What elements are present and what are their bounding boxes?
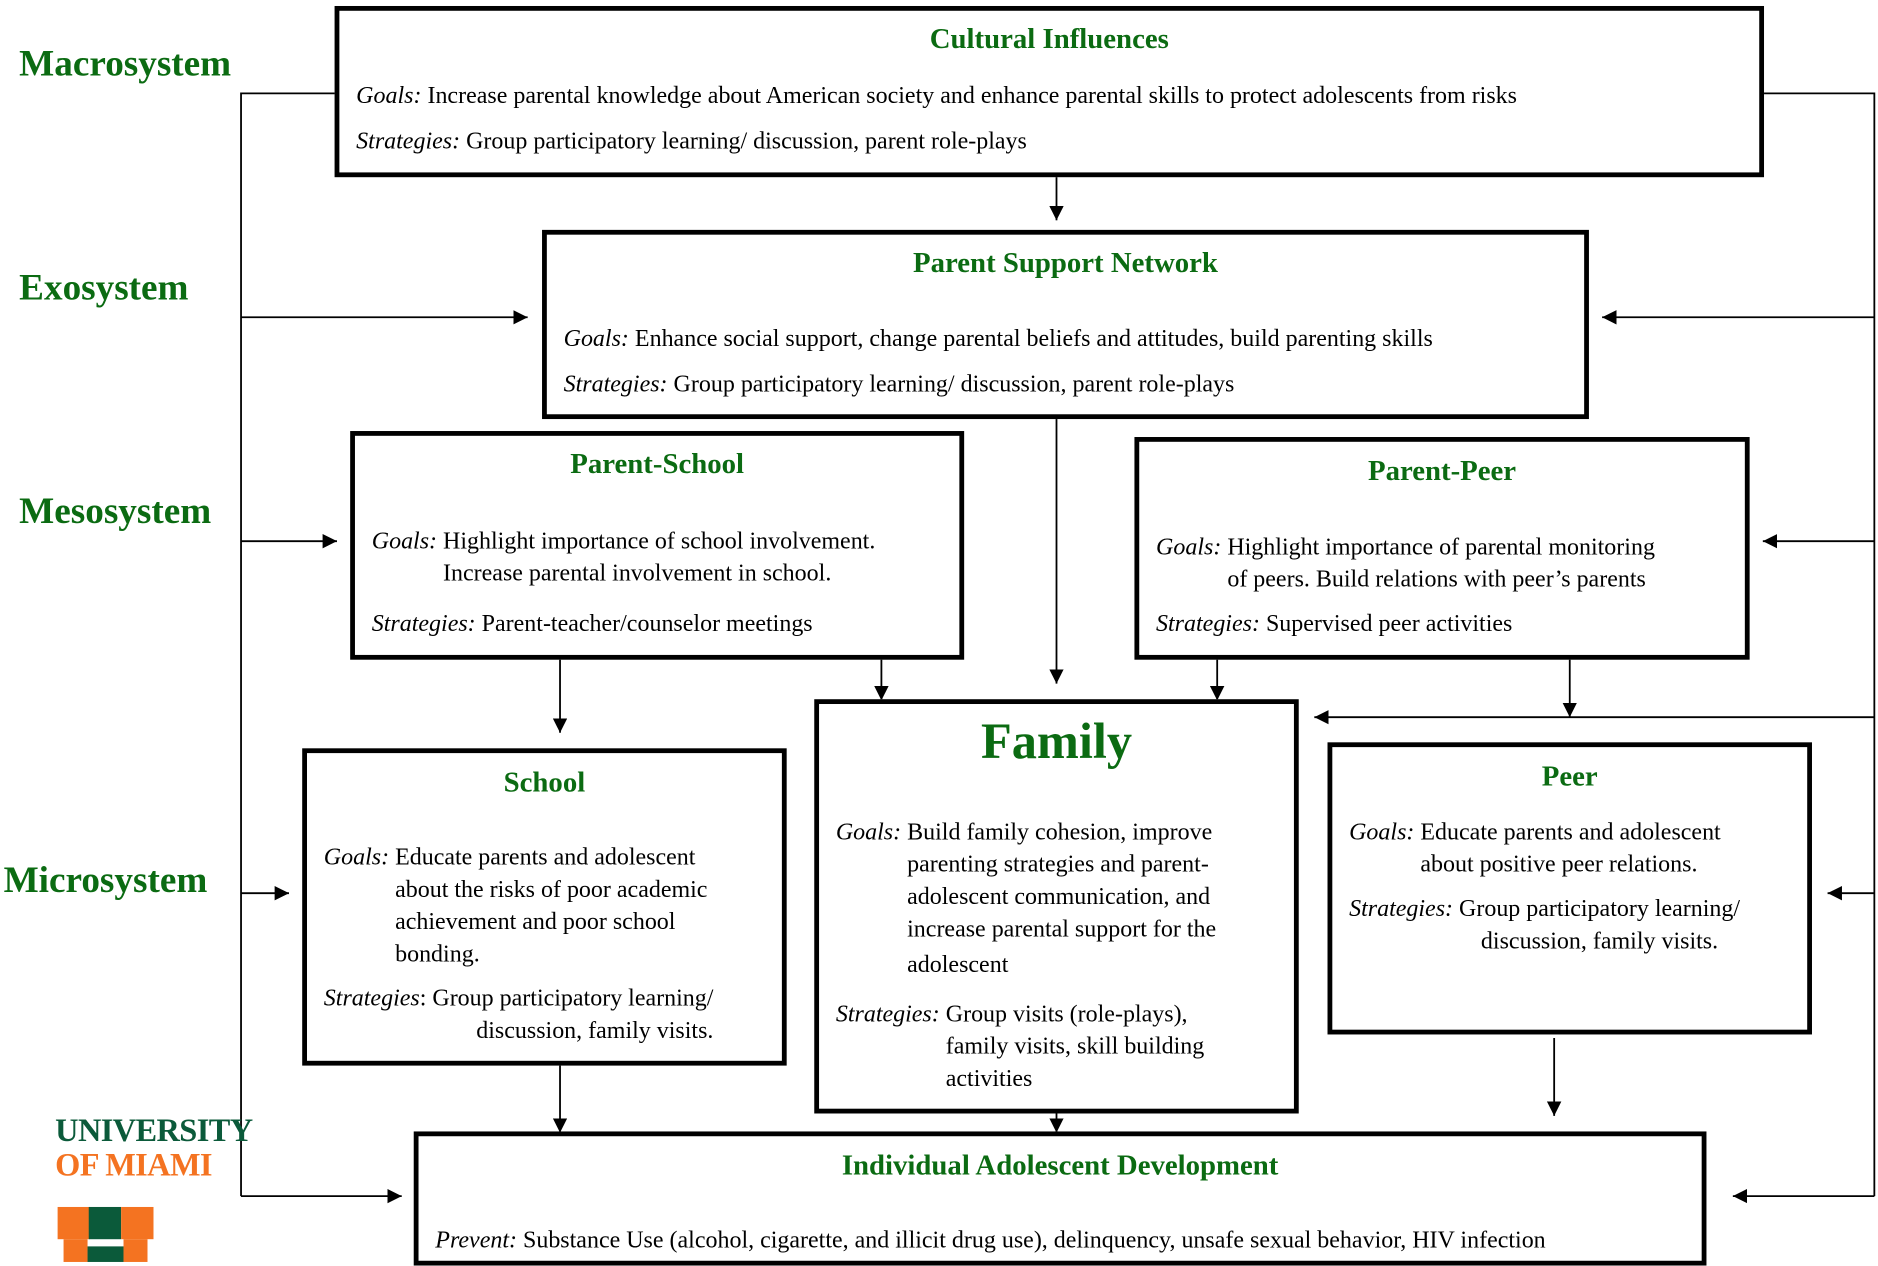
family-strategies: Strategies: Group visits (role-plays), fa…	[836, 999, 1204, 1096]
parent-school-goals-line: Highlight importance of school involveme…	[443, 528, 876, 555]
school-goals: Goals: Educate parents and adolescent abo…	[324, 842, 708, 971]
individual-development-box: Individual Adolescent Development Preven…	[413, 1131, 1707, 1266]
peer-box: Peer Goals: Educate parents and adolesce…	[1327, 742, 1812, 1035]
school-goals-line: achievement and poor school	[395, 908, 676, 936]
family-strategies-line: Group visits (role-plays),	[945, 1000, 1188, 1028]
strategies-label: Strategies:	[1349, 895, 1454, 922]
school-box: School Goals: Educate parents and adoles…	[302, 748, 787, 1066]
family-goals-line: adolescent communication, and	[907, 883, 1211, 910]
support-strategies-text: Group participatory learning/ discussion…	[673, 371, 1235, 398]
peer-strategies-line: Group participatory learning/	[1459, 895, 1741, 922]
u-logo-icon	[57, 1206, 154, 1262]
prevent-label: Prevent:	[435, 1227, 517, 1254]
cultural-influences-box: Cultural Influences Goals: Increase pare…	[334, 5, 1765, 178]
parent-school-strategies: Strategies: Parent-teacher/counselor mee…	[372, 608, 813, 640]
parent-school-strategies-text: Parent-teacher/counselor meetings	[481, 610, 813, 637]
strategies-label: Strategies:	[563, 371, 668, 398]
level-label-microsystem: Microsystem	[3, 858, 208, 901]
goals-label: Goals:	[1156, 533, 1222, 561]
cultural-goals-text: Increase parental knowledge about Americ…	[427, 82, 1518, 109]
individual-development-title: Individual Adolescent Development	[841, 1150, 1279, 1182]
school-strategies: Strategies: Group participatory learning…	[324, 983, 714, 1048]
support-goals-text: Enhance social support, change parental …	[634, 325, 1433, 353]
goals-label: Goals:	[1349, 818, 1415, 846]
right-bus-line	[1762, 92, 1876, 1197]
goals-label: Goals:	[563, 325, 629, 353]
left-bus-line	[240, 92, 336, 1197]
peer-strategies-line: discussion, family visits.	[1480, 927, 1719, 955]
parent-peer-goals-line: of peers. Build relations with peer’s pa…	[1227, 566, 1646, 593]
cultural-goals: Goals: Increase parental knowledge about…	[356, 80, 1517, 112]
peer-goals-line: about positive peer relations.	[1420, 851, 1698, 878]
cultural-strategies: Strategies: Group participatory learning…	[356, 126, 1027, 158]
school-strategies-line: : Group participatory learning/	[419, 985, 714, 1012]
parent-support-network-title: Parent Support Network	[913, 247, 1218, 279]
support-goals: Goals: Enhance social support, change pa…	[564, 323, 1433, 355]
support-strategies: Strategies: Group participatory learning…	[564, 369, 1235, 401]
parent-peer-strategies-text: Supervised peer activities	[1265, 610, 1513, 637]
school-title: School	[503, 767, 586, 799]
family-goals-line: increase parental support for the	[907, 915, 1217, 943]
parent-school-title: Parent-School	[570, 448, 745, 481]
individual-prevent-text: Substance Use (alcohol, cigarette, and i…	[522, 1227, 1546, 1254]
level-label-macrosystem: Macrosystem	[19, 41, 232, 84]
strategies-label: Strategies:	[835, 1000, 940, 1028]
peer-goals: Goals: Educate parents and adolescent abo…	[1349, 817, 1721, 882]
parent-peer-box: Parent-Peer Goals: Highlight importance …	[1134, 437, 1750, 660]
strategies-label: Strategies:	[356, 128, 461, 155]
goals-label: Goals:	[323, 844, 390, 871]
strategies-label: Strategies:	[1156, 610, 1260, 637]
family-goals-line: adolescent	[907, 951, 1009, 979]
goals-label: Goals:	[356, 82, 422, 109]
family-box: Family Goals: Build family cohesion, imp…	[814, 699, 1299, 1114]
individual-prevent: Prevent: Substance Use (alcohol, cigaret…	[435, 1225, 1545, 1257]
level-label-exosystem: Exosystem	[19, 265, 189, 308]
logo-university: UNIVERSITY	[55, 1112, 253, 1149]
parent-peer-goals-line: Highlight importance of parental monitor…	[1227, 533, 1655, 561]
peer-strategies: Strategies: Group participatory learning…	[1349, 893, 1740, 958]
peer-title: Peer	[1541, 761, 1598, 793]
parent-school-goals-line: Increase parental involvement in school.	[443, 560, 832, 587]
logo-of-miami: OF MIAMI	[55, 1147, 212, 1183]
peer-goals-line: Educate parents and adolescent	[1420, 818, 1721, 846]
goals-label: Goals:	[835, 818, 902, 846]
parent-school-goals: Goals: Highlight importance of school in…	[372, 526, 876, 591]
cultural-influences-title: Cultural Influences	[929, 23, 1169, 56]
strategies-label: Strategies:	[371, 610, 476, 637]
school-goals-line: about the risks of poor academic	[395, 876, 708, 903]
strategies-label: Strategies	[323, 985, 420, 1012]
parent-support-network-box: Parent Support Network Goals: Enhance so…	[542, 229, 1589, 420]
school-goals-line: bonding.	[395, 941, 480, 968]
parent-peer-title: Parent-Peer	[1367, 456, 1517, 488]
family-goals-line: Build family cohesion, improve	[907, 818, 1213, 846]
parent-peer-goals: Goals: Highlight importance of parental …	[1156, 532, 1655, 597]
parent-school-box: Parent-School Goals: Highlight importanc…	[350, 431, 965, 660]
family-strategies-line: activities	[945, 1065, 1033, 1092]
school-goals-line: Educate parents and adolescent	[395, 844, 696, 871]
parent-peer-strategies: Strategies: Supervised peer activities	[1156, 608, 1512, 640]
family-goals-line: parenting strategies and parent-	[907, 851, 1209, 878]
school-strategies-line: discussion, family visits.	[476, 1017, 714, 1045]
family-title: Family	[980, 714, 1133, 770]
goals-label: Goals:	[371, 528, 438, 555]
level-label-mesosystem: Mesosystem	[19, 489, 212, 532]
family-strategies-line: family visits, skill building	[945, 1033, 1205, 1060]
family-goals: Goals: Build family cohesion, improve par…	[836, 817, 1216, 982]
cultural-strategies-text: Group participatory learning/ discussion…	[466, 128, 1027, 155]
